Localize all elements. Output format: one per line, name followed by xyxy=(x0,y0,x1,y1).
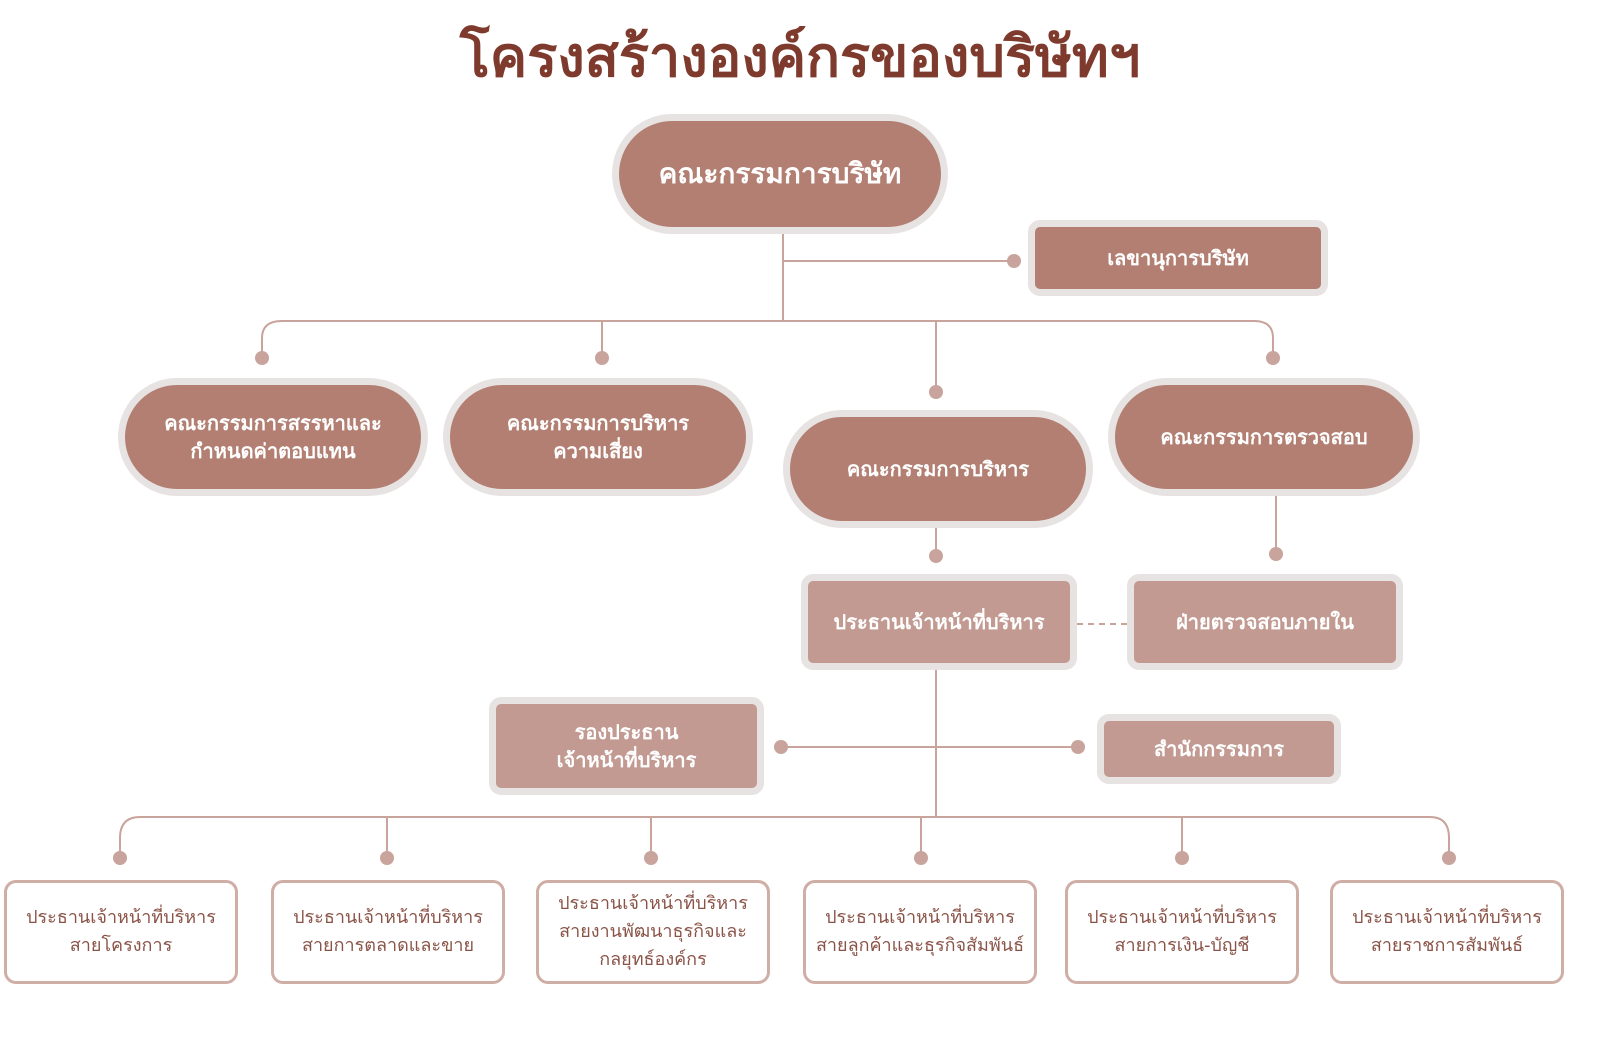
connector-dot xyxy=(774,740,788,754)
connector-dot xyxy=(113,851,127,865)
node-division[interactable]: ประธานเจ้าหน้าที่บริหาร สายการตลาดและขาย xyxy=(271,880,505,984)
connector-dot xyxy=(1442,851,1456,865)
connector-dot xyxy=(595,351,609,365)
connector-dot xyxy=(1266,351,1280,365)
node-nomination-committee[interactable]: คณะกรรมการสรรหาและ กำหนดค่าตอบแทน xyxy=(118,378,428,496)
page-title: โครงสร้างองค์กรของบริษัทฯ xyxy=(459,25,1141,90)
node-division[interactable]: ประธานเจ้าหน้าที่บริหาร สายโครงการ xyxy=(4,880,238,984)
node-audit-committee[interactable]: คณะกรรมการตรวจสอบ xyxy=(1108,378,1420,496)
node-executive-committee[interactable]: คณะกรรมการบริหาร xyxy=(783,410,1093,528)
node-internal-audit[interactable]: ฝ่ายตรวจสอบภายใน xyxy=(1127,574,1403,670)
node-division[interactable]: ประธานเจ้าหน้าที่บริหาร สายงานพัฒนาธุรกิ… xyxy=(536,880,770,984)
node-board[interactable]: คณะกรรมการบริษัท xyxy=(612,114,948,234)
connector-dot xyxy=(929,385,943,399)
connector-dot xyxy=(1269,547,1283,561)
connector-dot xyxy=(1175,851,1189,865)
connector-dot xyxy=(914,851,928,865)
node-secretary[interactable]: เลขานุการบริษัท xyxy=(1028,220,1328,296)
connector-committee-bus xyxy=(261,320,1274,358)
connector-dot xyxy=(380,851,394,865)
node-division[interactable]: ประธานเจ้าหน้าที่บริหาร สายราชการสัมพันธ… xyxy=(1330,880,1564,984)
connector-dot xyxy=(1007,254,1021,268)
connector-dot xyxy=(255,351,269,365)
connector-division-bus xyxy=(119,816,1450,858)
connector-dot xyxy=(929,549,943,563)
connector-dot xyxy=(644,851,658,865)
node-risk-committee[interactable]: คณะกรรมการบริหาร ความเสี่ยง xyxy=(443,378,753,496)
node-division[interactable]: ประธานเจ้าหน้าที่บริหาร สายลูกค้าและธุรก… xyxy=(803,880,1037,984)
connector-dot xyxy=(1071,740,1085,754)
node-ceo[interactable]: ประธานเจ้าหน้าที่บริหาร xyxy=(801,574,1077,670)
node-division[interactable]: ประธานเจ้าหน้าที่บริหาร สายการเงิน-บัญชี xyxy=(1065,880,1299,984)
node-office[interactable]: สำนักกรรมการ xyxy=(1097,714,1341,784)
node-deputy-ceo[interactable]: รองประธาน เจ้าหน้าที่บริหาร xyxy=(489,697,764,795)
